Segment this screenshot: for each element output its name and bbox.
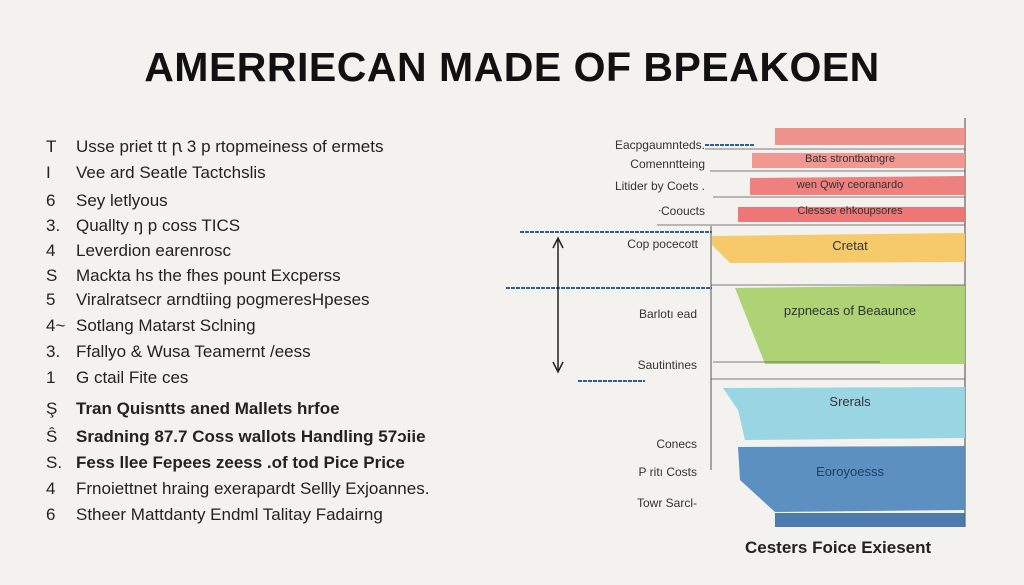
bar-label: Srerals [829,394,871,409]
list-item-text: G ctail Fite ces [76,368,189,387]
list-item-text: Sradning 87.7 Coss wallots Handling 57ɔi… [76,427,426,446]
list-item-number: 1 [46,368,56,387]
list-item-text: Mackta hs the fhes pount Excperss [76,266,341,285]
side-label: Sautintines [638,358,697,372]
side-label: Conecs [656,437,697,451]
bar-segment [735,285,965,364]
list-item: 6 Sey letlyous [46,191,168,211]
list-item: 3. Ffallyo & Wusa Teamernt /eess [46,342,311,362]
side-label: Litider by Coets . [615,179,705,193]
list-item-text: Vee ard Seatle Tactchslis [76,163,266,182]
list-item-number: Ş [46,399,58,418]
bar-label: pzpnecas of Beaaunce [784,303,916,318]
bar-segment [738,446,965,512]
list-item: 4 Frnoiettnet hraing exerapardt Sellly Ex… [46,479,429,499]
bar-label: Clessse ehkoupsores [797,205,903,217]
list-item-number: I [46,163,51,182]
list-item-text: Usse priet tt ꞃ 3 p rtopmeiness of ermet… [76,137,384,156]
bar-segment [712,233,965,263]
double-arrow-icon [552,236,564,374]
list-item: T Usse priet tt ꞃ 3 p rtopmeiness of erme… [46,137,383,157]
bar-segment [750,176,965,195]
list-item-number: 4~ [46,316,66,335]
side-label: Towr Sarcl- [637,496,697,510]
page-title: AMERRIECAN MADE OF BPEAKOEN [144,44,880,90]
bar-label: wen Qwiy ceoranardo [796,179,903,191]
list-item: 4 Leverdion earenrosc [46,241,231,261]
list-item-number: 4 [46,241,56,260]
bar-segment [723,387,965,440]
bar-segment [752,153,965,168]
list-item: 6 Stheer Mattdanty Endml Talitay Fadairng [46,505,383,525]
list-item: 4~ Sotlang Matarst Sclning [46,316,256,336]
list-item-number: 6 [46,191,56,210]
list-item-text: Stheer Mattdanty Endml Talitay Fadairng [76,505,383,524]
list-item: 3. Quallty ŋ p coss TICS [46,216,240,236]
bar-label: Eoroyoesss [816,464,884,479]
list-item: Ŝ Sradning 87.7 Coss wallots Handling 57ɔ… [46,427,426,447]
side-label: Barlotı ead [639,307,697,321]
list-item-number: 6 [46,505,56,524]
list-item-text: Tran Quisntts aned Mallets hrfoe [76,399,340,418]
list-item-text: Leverdion earenrosc [76,241,231,260]
list-item: S. Fess llee Fepees zeess .of tod Pice Pr… [46,453,405,473]
bar-segment [775,513,965,527]
side-label: Cop pocecott [627,237,698,251]
side-label: Comenntteing [630,157,705,171]
list-item: S Mackta hs the fhes pount Excperss [46,266,341,286]
list-item-text: Fess llee Fepees zeess .of tod Pice Pric… [76,453,405,472]
list-item-text: Quallty ŋ p coss TICS [76,216,241,235]
bar-label: Cretat [832,238,868,253]
list-item-text: Viralratsecr arndtiing pogmeresHpeses [76,290,370,309]
list-item: 5 Viralratsecr arndtiing pogmeresHpeses [46,290,370,310]
side-label: P ritı Costs [639,465,697,479]
list-item: Ş Tran Quisntts aned Mallets hrfoe [46,399,340,419]
bar-segment [775,128,965,145]
list-item-number: S. [46,453,63,472]
list-item: 1 G ctail Fite ces [46,368,188,388]
list-item-number: 3. [46,216,61,235]
diagram-caption: Cesters Foice Exiesent [745,538,932,557]
list-item: I Vee ard Seatle Tactchslis [46,163,266,183]
list-item-text: Sey letlyous [76,191,168,210]
list-item-number: T [46,137,57,156]
separator-lines [657,148,965,380]
bar-segment [738,207,965,222]
list-item-number: 3. [46,342,61,361]
bar-label: Bats strontbatngre [805,153,895,165]
side-label: ᐧCooucts [658,204,705,218]
side-label: Eacpgaumnteds. [615,138,705,152]
list-item-text: Sotlang Matarst Sclning [76,316,256,335]
list-item-number: Ŝ [46,427,58,446]
list-item-number: 5 [46,290,56,309]
list-item-text: Frnoiettnet hraing exerapardt Sellly Exj… [76,479,430,498]
list-item-text: Ffallyo & Wusa Teamernt /eess [76,342,311,361]
list-item-number: 4 [46,479,56,498]
list-item-number: S [46,266,58,285]
